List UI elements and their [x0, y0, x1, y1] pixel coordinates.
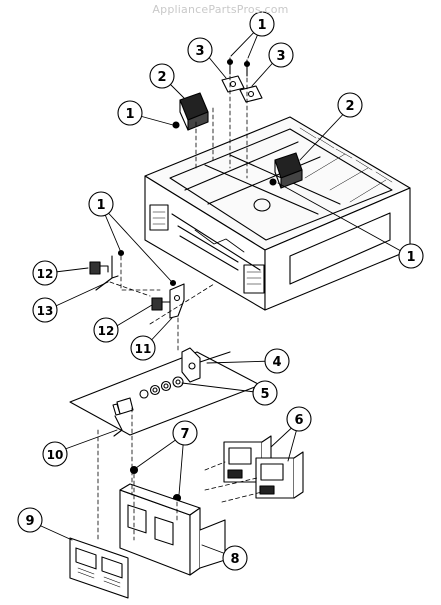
callout-number: 7 — [180, 427, 189, 442]
part-5-nut-washer-set — [139, 376, 184, 399]
callout-c12a: 12 — [32, 260, 58, 286]
part-13-actuator — [95, 255, 119, 291]
part-12-switch-upper — [89, 261, 109, 275]
part-1-screw-right — [269, 178, 277, 186]
callout-number: 11 — [135, 342, 152, 356]
callout-number: 9 — [25, 514, 34, 529]
callout-number: 3 — [276, 49, 285, 64]
part-1-screw-switch-a — [117, 249, 125, 257]
callout-number: 1 — [96, 198, 105, 213]
callout-c11: 11 — [130, 335, 156, 361]
callout-c12b: 12 — [93, 317, 119, 343]
callout-number: 13 — [37, 304, 54, 318]
part-4-mounting-bracket — [69, 347, 261, 436]
callout-c9: 9 — [17, 507, 43, 533]
machine-base-cabinet — [144, 116, 411, 311]
part-3-bracket-right — [239, 85, 263, 103]
callout-c1b: 1 — [117, 100, 143, 126]
callout-group: 1 3 3 2 1 2 1 — [17, 11, 424, 571]
callout-number: 5 — [260, 387, 269, 402]
callout-c5: 5 — [252, 380, 278, 406]
callout-number: 1 — [125, 107, 134, 122]
part-9-label-overlay — [69, 537, 129, 599]
part-12-switch-lower — [151, 297, 171, 311]
callout-number: 1 — [406, 250, 415, 265]
callout-number: 12 — [98, 324, 115, 338]
callout-number: 4 — [272, 355, 281, 370]
callout-c13: 13 — [32, 297, 58, 323]
assembly-guide-lines — [97, 75, 263, 541]
part-2-component-left — [179, 92, 209, 131]
callout-number: 12 — [37, 267, 54, 281]
part-3-bracket-left — [221, 75, 245, 93]
part-11-bracket — [169, 283, 185, 319]
callout-c8: 8 — [222, 545, 248, 571]
callout-c1a: 1 — [249, 11, 275, 37]
callout-leader-lines — [29, 23, 411, 558]
callout-number: 2 — [157, 70, 166, 85]
part-10-switch — [112, 397, 134, 437]
callout-number: 2 — [345, 99, 354, 114]
callout-c3b: 3 — [268, 42, 294, 68]
callout-c1d: 1 — [88, 191, 114, 217]
callout-number: 8 — [230, 552, 239, 567]
callout-c3a: 3 — [187, 37, 213, 63]
callout-c1c: 1 — [398, 243, 424, 269]
part-8-control-panel — [119, 483, 226, 576]
callout-number: 3 — [195, 44, 204, 59]
callout-c6: 6 — [286, 406, 312, 432]
callout-c2a: 2 — [149, 63, 175, 89]
callout-number: 1 — [257, 18, 266, 33]
part-1-screw-top-a — [226, 57, 234, 75]
callout-c7: 7 — [172, 420, 198, 446]
part-1-screw-switch-b — [169, 279, 177, 287]
part-1-screw-left — [172, 121, 180, 129]
callout-number: 6 — [294, 413, 303, 428]
callout-number: 10 — [47, 448, 64, 462]
callout-c2b: 2 — [337, 92, 363, 118]
part-1-screw-top-b — [243, 59, 251, 77]
watermark: AppliancePartsPros.com — [152, 3, 289, 16]
part-6-timer-front — [255, 451, 304, 499]
callout-c4: 4 — [264, 348, 290, 374]
callout-c10: 10 — [42, 441, 68, 467]
